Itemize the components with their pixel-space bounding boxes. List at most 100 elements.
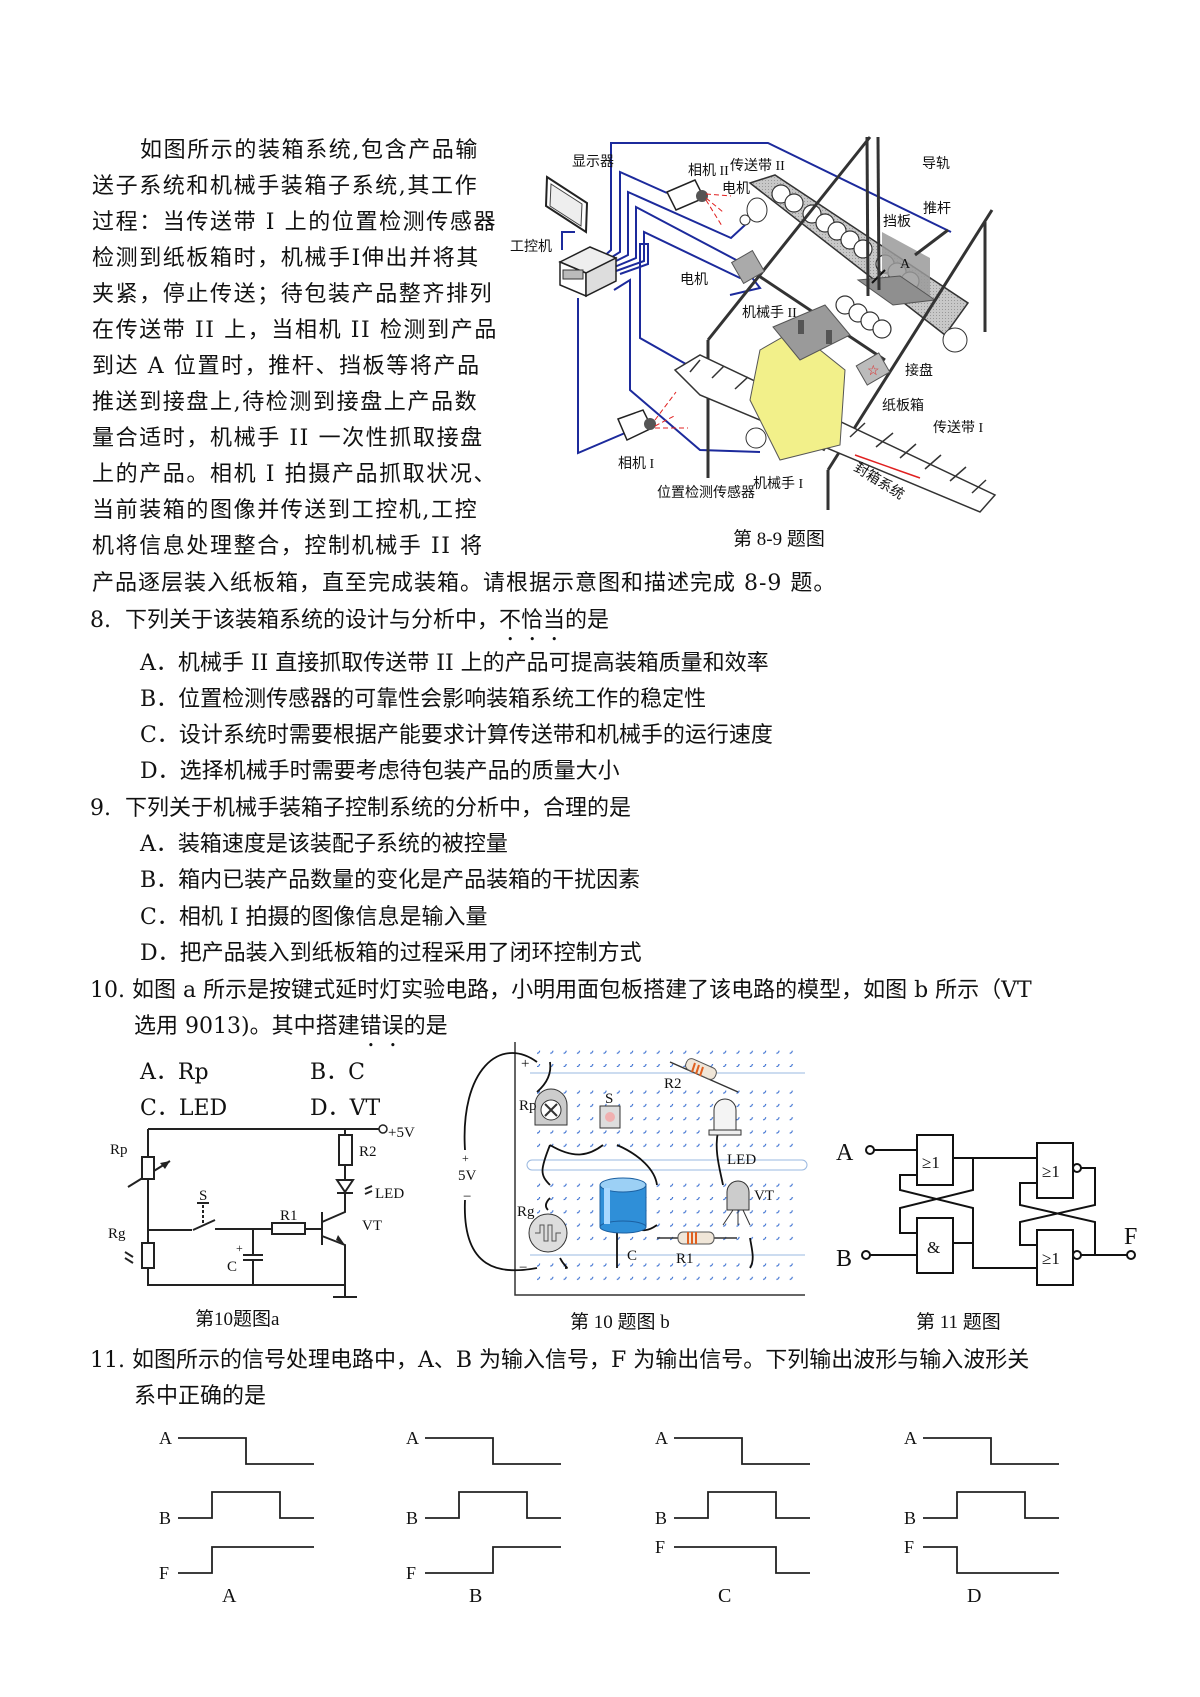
intro-line: 产品逐层装入纸板箱，直至完成装箱。请根据示意图和描述完成 8-9 题。: [92, 571, 837, 596]
products-on-tray: [835, 295, 892, 339]
signal-a-trace: [674, 1437, 810, 1465]
q10-option-d: D．VT: [310, 1096, 381, 1121]
intro-line: 检测到纸板箱时，机械手I伸出并将其: [92, 246, 480, 271]
intro-line: 送子系统和机械手装箱子系统,其工作: [92, 174, 479, 199]
label-camera-2: 相机 II: [688, 163, 729, 179]
photoresistor-rg: [528, 1213, 568, 1253]
label-vt: VT: [362, 1218, 382, 1234]
stem-text: 如图 a 所示是按键式延时灯实验电路，小明用面包板搭建了该电路的模型，如图 b …: [132, 978, 1032, 1003]
gate-symbol: ≥1: [922, 1153, 940, 1172]
label-rp: Rp: [110, 1142, 128, 1158]
question-9-stem: 9. 下列关于机械手装箱子控制系统的分析中，合理的是: [90, 796, 631, 822]
figure-11-logic-circuit: ≥1 & ≥1 ≥1 A B F 第 11 题图: [836, 1134, 1137, 1333]
question-number: 8.: [90, 608, 111, 633]
label-motor-1: 电机: [722, 181, 750, 197]
figure-caption: 第 11 题图: [916, 1311, 1001, 1333]
center-channel: [526, 1159, 808, 1171]
question-number: 9.: [90, 796, 111, 821]
industrial-pc: [558, 246, 618, 298]
question-10-stem: 10. 如图 a 所示是按键式延时灯实验电路，小明用面包板搭建了该电路的模型，如…: [90, 978, 1032, 1004]
signal-b-trace: [923, 1491, 1059, 1519]
label-battery-minus: −: [463, 1189, 471, 1205]
waveform-option-label: D: [967, 1585, 981, 1607]
label-battery-plus: +: [462, 1151, 469, 1165]
q10-option-b: B．C: [310, 1060, 366, 1085]
label-led: LED: [727, 1152, 756, 1168]
label-arm-2: 机械手 II: [742, 305, 797, 321]
figure-caption: 第 10 题图 b: [570, 1311, 670, 1333]
label-monitor: 显示器: [572, 155, 614, 170]
intro-line: 量合适时，机械手 II 一次性抓取接盘: [92, 426, 484, 451]
label-supply: +5V: [388, 1125, 415, 1141]
or-gate: [916, 1134, 954, 1186]
signal-f-trace: [178, 1546, 314, 1574]
label-arm-1: 机械手 I: [753, 476, 803, 492]
led-component: [708, 1098, 742, 1136]
signal-f-trace: [425, 1546, 561, 1574]
label-carton: 纸板箱: [882, 398, 924, 414]
label-s: S: [199, 1188, 207, 1204]
stem-text: 的是: [565, 608, 610, 633]
signal-a-trace: [178, 1437, 314, 1465]
label-battery-volt: 5V: [458, 1168, 477, 1184]
label-position-a: A: [900, 257, 911, 272]
label-motor-2: 电机: [680, 272, 708, 288]
waveform-option-label: C: [718, 1585, 731, 1607]
q8-option-a: A．机械手 II 直接抓取传送带 II 上的产品可提高装箱质量和效率: [140, 651, 769, 676]
signal-a-trace: [425, 1437, 561, 1465]
nor-gate: [1036, 1142, 1074, 1199]
slider-block: [855, 352, 891, 386]
signal-a-label: A: [655, 1428, 668, 1448]
signal-b-label: B: [406, 1508, 418, 1528]
signal-a-label: A: [159, 1428, 172, 1448]
signal-a-label: A: [904, 1428, 917, 1448]
label-tray: 接盘: [905, 362, 933, 379]
q9-option-d: D．把产品装入到纸板箱的过程采用了闭环控制方式: [140, 941, 642, 966]
label-ipc: 工控机: [510, 239, 552, 255]
label-sensor: 位置检测传感器: [657, 484, 755, 501]
waveform-option-label: A: [222, 1585, 237, 1607]
intro-line: 夹紧，停止传送；待包装产品整齐排列: [92, 282, 494, 307]
potentiometer-rp: [534, 1088, 568, 1126]
signal-b-label: B: [655, 1508, 667, 1528]
label-vt: VT: [754, 1188, 774, 1204]
label-camera-1: 相机 I: [618, 456, 654, 472]
figure-10b-breadboard: + 5V − + − Rp S R2 LED Rg C VT R1 第 10 题…: [458, 1042, 808, 1333]
question-8-stem: 8. 下列关于该装箱系统的设计与分析中，不恰当的是: [90, 608, 609, 646]
intro-line: 到达 A 位置时，推杆、挡板等将产品: [92, 354, 481, 379]
question-11-stem: 11. 如图所示的信号处理电路中，A、B 为输入信号，F 为输出信号。下列输出波…: [90, 1348, 1029, 1374]
label-rp: Rp: [519, 1098, 537, 1114]
intro-line: 当前装箱的图像并传送到工控机,工控: [92, 498, 479, 523]
intro-line: 上的产品。相机 I 拍摄产品抓取状况、: [92, 462, 498, 487]
label-rail-plus: +: [521, 1056, 529, 1072]
question-number: 10.: [90, 978, 125, 1003]
power-rail-lines: [530, 1072, 805, 1256]
label-rg: Rg: [108, 1226, 126, 1242]
camera-1: [616, 391, 688, 442]
emphasized-text: 错误: [359, 1014, 404, 1039]
intro-line: 推送到接盘上,待检测到接盘上产品数: [92, 390, 479, 415]
gate-symbol: ≥1: [1042, 1249, 1060, 1268]
baffle: [882, 232, 930, 298]
label-led: LED: [375, 1186, 404, 1202]
signal-b-label: B: [159, 1508, 171, 1528]
stem-text: 的是: [403, 1014, 448, 1039]
breadboard-holes: [533, 1043, 798, 1287]
signal-b-trace: [674, 1491, 810, 1519]
signal-a-trace: [923, 1437, 1059, 1465]
signal-b-label: B: [904, 1508, 916, 1528]
signal-f-label: F: [406, 1563, 416, 1583]
input-a-label: A: [836, 1140, 854, 1166]
transistor-vt: [722, 1180, 751, 1226]
resistor-rg: [141, 1242, 155, 1269]
stem-text: 下列关于机械手装箱子控制系统的分析中，合理的是: [125, 796, 632, 821]
label-c-plus: +: [236, 1241, 243, 1255]
q10-option-c: C．LED: [140, 1096, 228, 1121]
q8-option-c: C．设计系统时需要根据产能要求计算传送带和机械手的运行速度: [140, 723, 773, 748]
label-belt-2: 传送带 II: [730, 158, 785, 174]
waveform-option-label: B: [469, 1585, 482, 1607]
output-f-label: F: [1124, 1224, 1137, 1250]
